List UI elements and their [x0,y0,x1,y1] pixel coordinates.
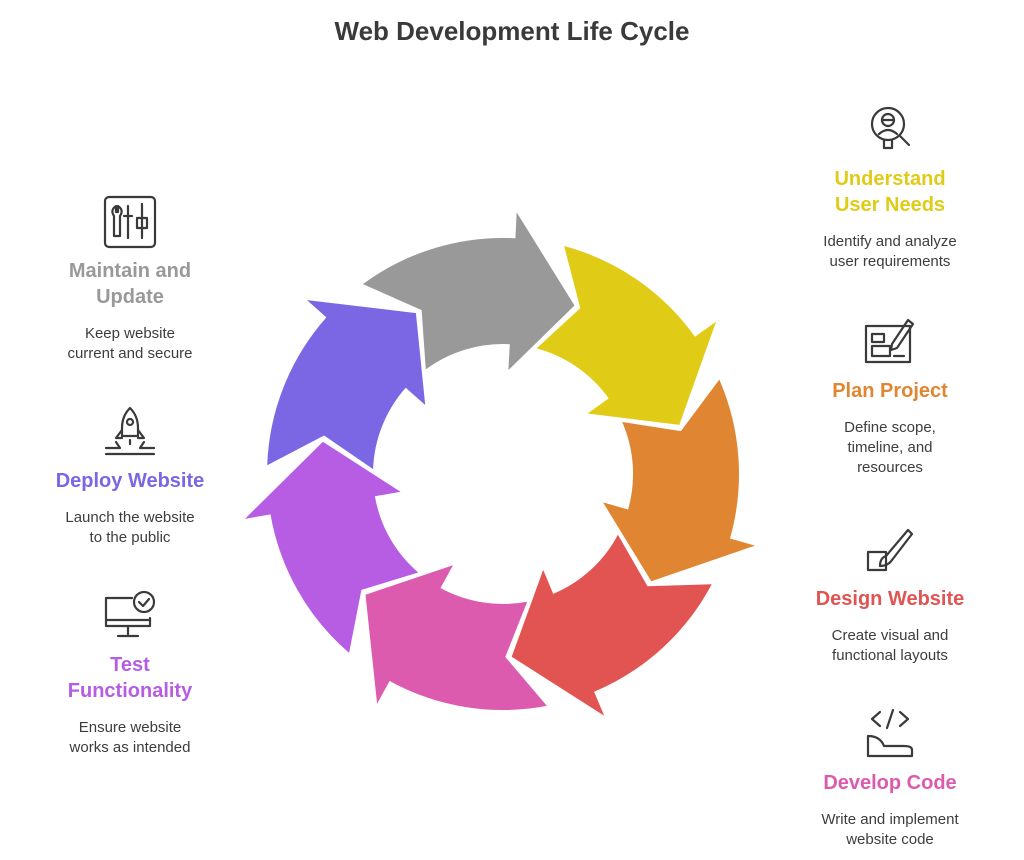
cycle-arrow-1 [536,246,717,425]
cycle-arrow-2 [603,379,755,582]
step-label: Develop Code [823,772,957,794]
step-label: Design Website [815,588,965,610]
monitor-check-icon [102,588,158,644]
cycle-arrow-4 [365,565,547,711]
step-label: Plan Project [832,380,948,402]
diagram-title: Web Development Life Cycle [334,16,690,46]
cycle-arrow-7 [362,212,575,371]
step-label: Deploy Website [55,470,205,492]
rocket-launch-icon [102,404,158,460]
paint-brush-icon [862,522,918,578]
tools-panel-icon [102,194,158,250]
code-hand-icon [862,706,918,762]
cycle-arrow-3 [511,534,712,716]
blueprint-pencil-icon [862,314,918,370]
cycle-arrow-5 [244,441,419,653]
user-search-icon [862,102,918,158]
cycle-arrow-6 [267,300,426,470]
